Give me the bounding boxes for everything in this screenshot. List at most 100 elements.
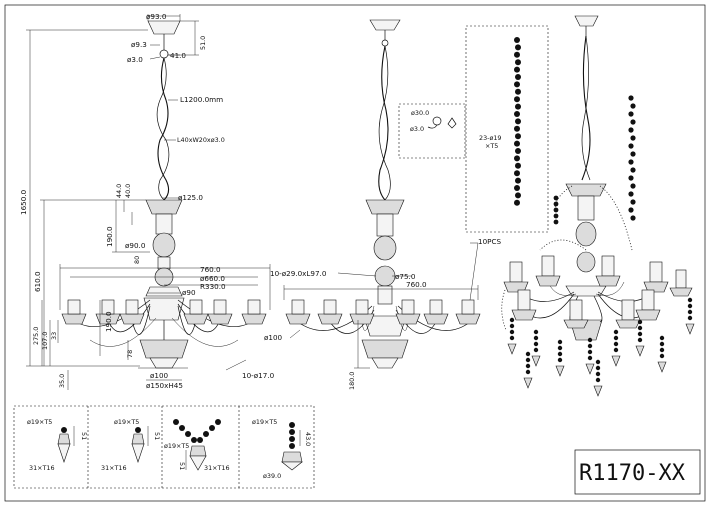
crystal-bead <box>628 175 634 181</box>
crystal-bead <box>557 339 563 345</box>
front-span-660: ø660.0 <box>200 274 225 283</box>
crystal-drop <box>593 385 603 397</box>
crystal-bead <box>514 155 520 162</box>
crystal-bead <box>514 185 520 191</box>
crystal-bead <box>637 319 643 325</box>
crystal-bead <box>659 341 665 347</box>
crystal-bead <box>533 329 539 335</box>
front-dim-190b: 190.0 <box>104 311 113 332</box>
detail-2-height: 51 <box>153 432 161 440</box>
crystal-bead <box>514 111 520 117</box>
detail-2-drop: 31×T16 <box>101 464 127 472</box>
front-dim-80: 80 <box>133 256 141 264</box>
crystal-bead <box>630 151 636 157</box>
front-cup-dia: ø125.0 <box>178 193 203 202</box>
crystal-bead <box>587 343 593 349</box>
crystal-drop <box>657 361 667 373</box>
detail-2-bead: ø19×T5 <box>114 418 139 426</box>
detail-4: ø19×T5 43.0 ø39.0 <box>252 418 312 480</box>
front-canopy-dia: ø93.0 <box>146 12 167 21</box>
hook-wire: ø3.0 <box>410 125 424 133</box>
crystal-bead <box>515 192 521 199</box>
detail-2: ø19×T5 51 31×T16 <box>101 418 161 472</box>
crystal-drop <box>585 363 595 375</box>
front-chain <box>157 57 170 201</box>
crystal-bead <box>553 207 559 213</box>
front-candle-cups <box>61 299 267 325</box>
front-cable-length: L1200.0mm <box>180 95 223 104</box>
front-body-height: 610.0 <box>33 271 42 292</box>
detail-1-bead: ø19×T5 <box>27 418 52 426</box>
crystal-bead <box>557 351 563 357</box>
crystal-bead <box>613 347 619 353</box>
crystal-bead <box>628 159 634 165</box>
front-bottom-bowl <box>139 339 189 359</box>
crystal-bead <box>595 371 601 377</box>
front-bobeche: ø150xH45 <box>146 381 183 390</box>
crystal-bead <box>514 96 520 103</box>
detail-3-bead: ø19×T5 <box>164 442 189 450</box>
crystal-bead <box>514 66 520 73</box>
crystal-bead <box>515 148 521 154</box>
crystal-bead <box>515 59 521 66</box>
model-number: R1170-XX <box>579 461 686 486</box>
crystal-bead <box>509 317 515 323</box>
crystal-bead <box>628 111 634 117</box>
side-candle-cups <box>285 299 481 325</box>
side-canopy <box>369 19 401 31</box>
crystal-bead <box>637 325 643 331</box>
side-view: 10-ø29.0xL97.0 ø75.0 760.0 ø100 180.0 <box>264 19 481 390</box>
front-ring-dia: ø90 <box>182 288 196 297</box>
strand-detail: 23-ø19 ×T5 <box>465 25 549 233</box>
side-span: 760.0 <box>406 280 427 289</box>
side-cup-dia: ø100 <box>264 333 283 342</box>
crystal-bead <box>514 170 520 177</box>
crystal-bead <box>595 377 601 383</box>
front-dim-33: 33 <box>50 332 58 340</box>
front-arm-tube: 10-ø17.0 <box>242 371 275 380</box>
crystal-bead <box>630 119 636 125</box>
crystal-bead <box>509 335 515 341</box>
crystal-bead <box>557 357 563 363</box>
crystal-bead <box>533 341 539 347</box>
crystal-bead <box>525 357 531 363</box>
crystal-bead <box>613 335 619 341</box>
front-hook-width: 41.0 <box>170 51 186 60</box>
front-dim-190a: 190.0 <box>105 226 114 247</box>
front-hook-wire: ø3.0 <box>127 55 143 64</box>
detail-1-height: 51 <box>80 432 88 440</box>
front-ball <box>152 232 176 258</box>
crystal-bead <box>515 88 521 95</box>
strand-beads-unit: ×T5 <box>485 142 498 150</box>
crystal-bead <box>557 345 563 351</box>
strand-beads-count: 23-ø19 <box>479 134 501 142</box>
crystal-bead <box>659 347 665 353</box>
crystal-bead <box>515 133 521 140</box>
crystal-bead <box>515 177 521 184</box>
detail-1: ø19×T5 51 31×T16 <box>27 418 88 472</box>
detail-3: ø19×T5 51 31×T16 <box>164 419 230 472</box>
crystal-bead <box>509 329 515 335</box>
crystal-bead <box>533 335 539 341</box>
crystal-bead <box>687 315 693 321</box>
title-block: R1170-XX <box>574 449 701 495</box>
crystal-bead <box>515 44 521 51</box>
crystal-bead <box>514 140 520 147</box>
front-hook-dia: ø9.3 <box>131 40 147 49</box>
crystal-bead <box>515 162 521 169</box>
front-base-dia: ø100 <box>150 371 169 380</box>
crystal-bead <box>637 331 643 337</box>
crystal-bead <box>595 359 601 365</box>
front-canopy <box>147 20 181 35</box>
crystal-bead <box>628 191 634 197</box>
crystal-bead <box>630 103 636 109</box>
front-chain-spec: L40xW20xø3.0 <box>177 136 225 144</box>
side-ball-dia: ø75.0 <box>395 272 416 281</box>
crystal-bead <box>515 118 521 125</box>
crystal-bead <box>630 183 636 189</box>
side-bottom-height: 180.0 <box>348 372 356 390</box>
perspective-candles <box>503 255 693 329</box>
crystal-bead <box>587 355 593 361</box>
